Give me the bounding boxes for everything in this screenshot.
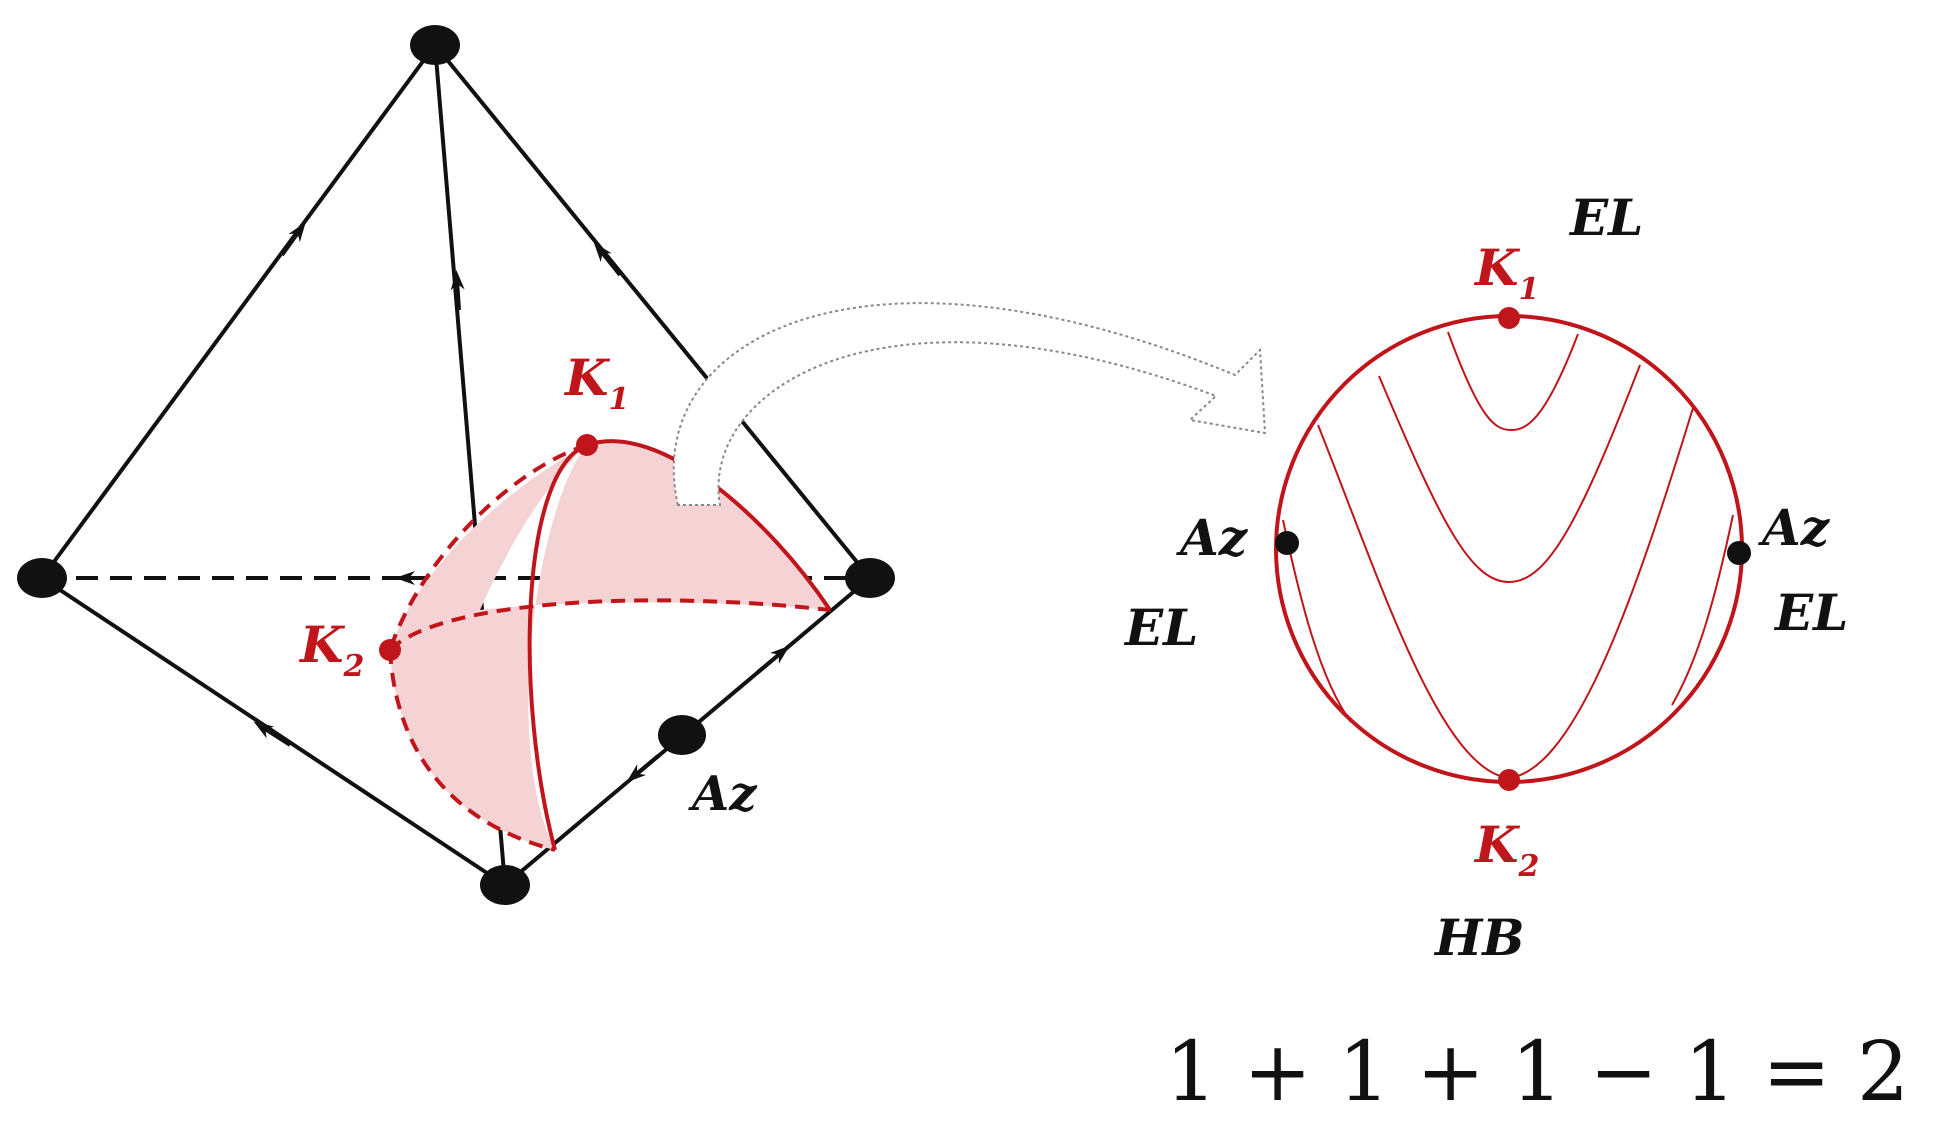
label-el-top: EL [1568,188,1643,247]
orbit-curves [1282,331,1734,780]
orbit-right-edge [1671,514,1734,706]
label-circle-k1: K1 [1473,238,1539,307]
orbit-inner [1447,331,1579,432]
orbit-middle [1378,364,1641,584]
edge-top-left [40,43,437,580]
label-az-left: Az [1176,508,1249,567]
arrow-up-right-edge [593,242,622,277]
surface-fill [390,440,830,850]
circle-portrait [1274,307,1751,791]
surface-dashed-top [388,443,588,651]
arrow-front-right-lower [626,754,660,783]
vertex-top [410,25,460,65]
label-el-left: EL [1123,598,1198,657]
vertex-right [845,558,895,598]
mapping-arrow [672,302,1267,506]
arrow-front-right-upper [756,645,790,674]
circle-point-az-right [1727,541,1751,565]
vertex-bottom [480,865,530,905]
equation: 1 + 1 + 1 − 1 = 2 [1165,1025,1909,1120]
label-az-tetra: Az [688,766,758,822]
tetrahedron-vertices [17,25,895,905]
circle-point-k1 [1498,307,1520,329]
arrow-up-middle-edge [450,270,465,311]
circle-boundary [1274,314,1744,784]
vertex-az [658,715,706,755]
edge-top-right [433,43,872,580]
surface-dashed-cross [388,598,831,652]
orbit-outer [1317,407,1694,780]
point-k2 [379,639,401,661]
circle-point-k2 [1498,769,1520,791]
surface-solid-curve-inner [527,443,588,851]
label-k2: K2 [298,615,364,684]
invariant-surface [388,439,832,852]
label-circle-k2: K2 [1473,815,1539,884]
label-hb: HB [1433,908,1525,967]
surface-dashed-bottom [388,649,556,852]
surface-fill-back [390,445,587,650]
label-el-right: EL [1773,583,1848,642]
point-k1 [576,434,598,456]
edge-arrows [253,221,790,783]
mapping-arrow-shape [672,302,1267,506]
label-az-right: Az [1758,498,1831,557]
label-k1: K1 [563,348,629,417]
arrow-left-front-edge [253,721,292,747]
vertex-left [17,558,67,598]
circle-point-az-left [1275,531,1299,555]
arrow-up-left-edge [280,221,306,257]
